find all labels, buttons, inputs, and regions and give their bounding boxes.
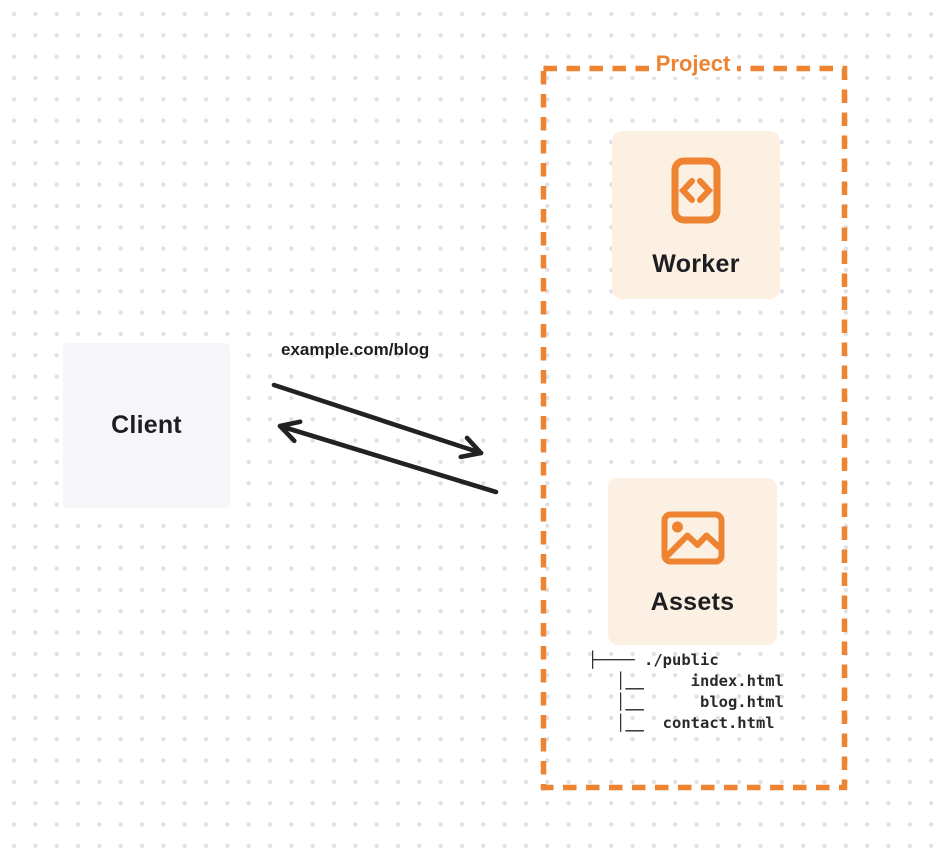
project-label: Project: [648, 51, 738, 77]
request-arrow: [271, 382, 484, 460]
assets-label: Assets: [650, 588, 735, 616]
project-label-wrap: Project: [536, 51, 850, 77]
client-node: Client: [63, 343, 230, 508]
code-icon: [671, 157, 721, 224]
client-label: Client: [111, 411, 182, 439]
assets-file-tree: ├──── ./public │__ index.html │__ blog.h…: [588, 651, 784, 732]
assets-node: Assets: [608, 478, 777, 645]
worker-node: Worker: [612, 131, 780, 299]
request-response-arrows: [271, 382, 499, 495]
response-arrow: [277, 419, 499, 495]
worker-label: Worker: [652, 250, 740, 278]
image-icon: [661, 511, 724, 565]
request-url-label: example.com/blog: [281, 340, 430, 359]
